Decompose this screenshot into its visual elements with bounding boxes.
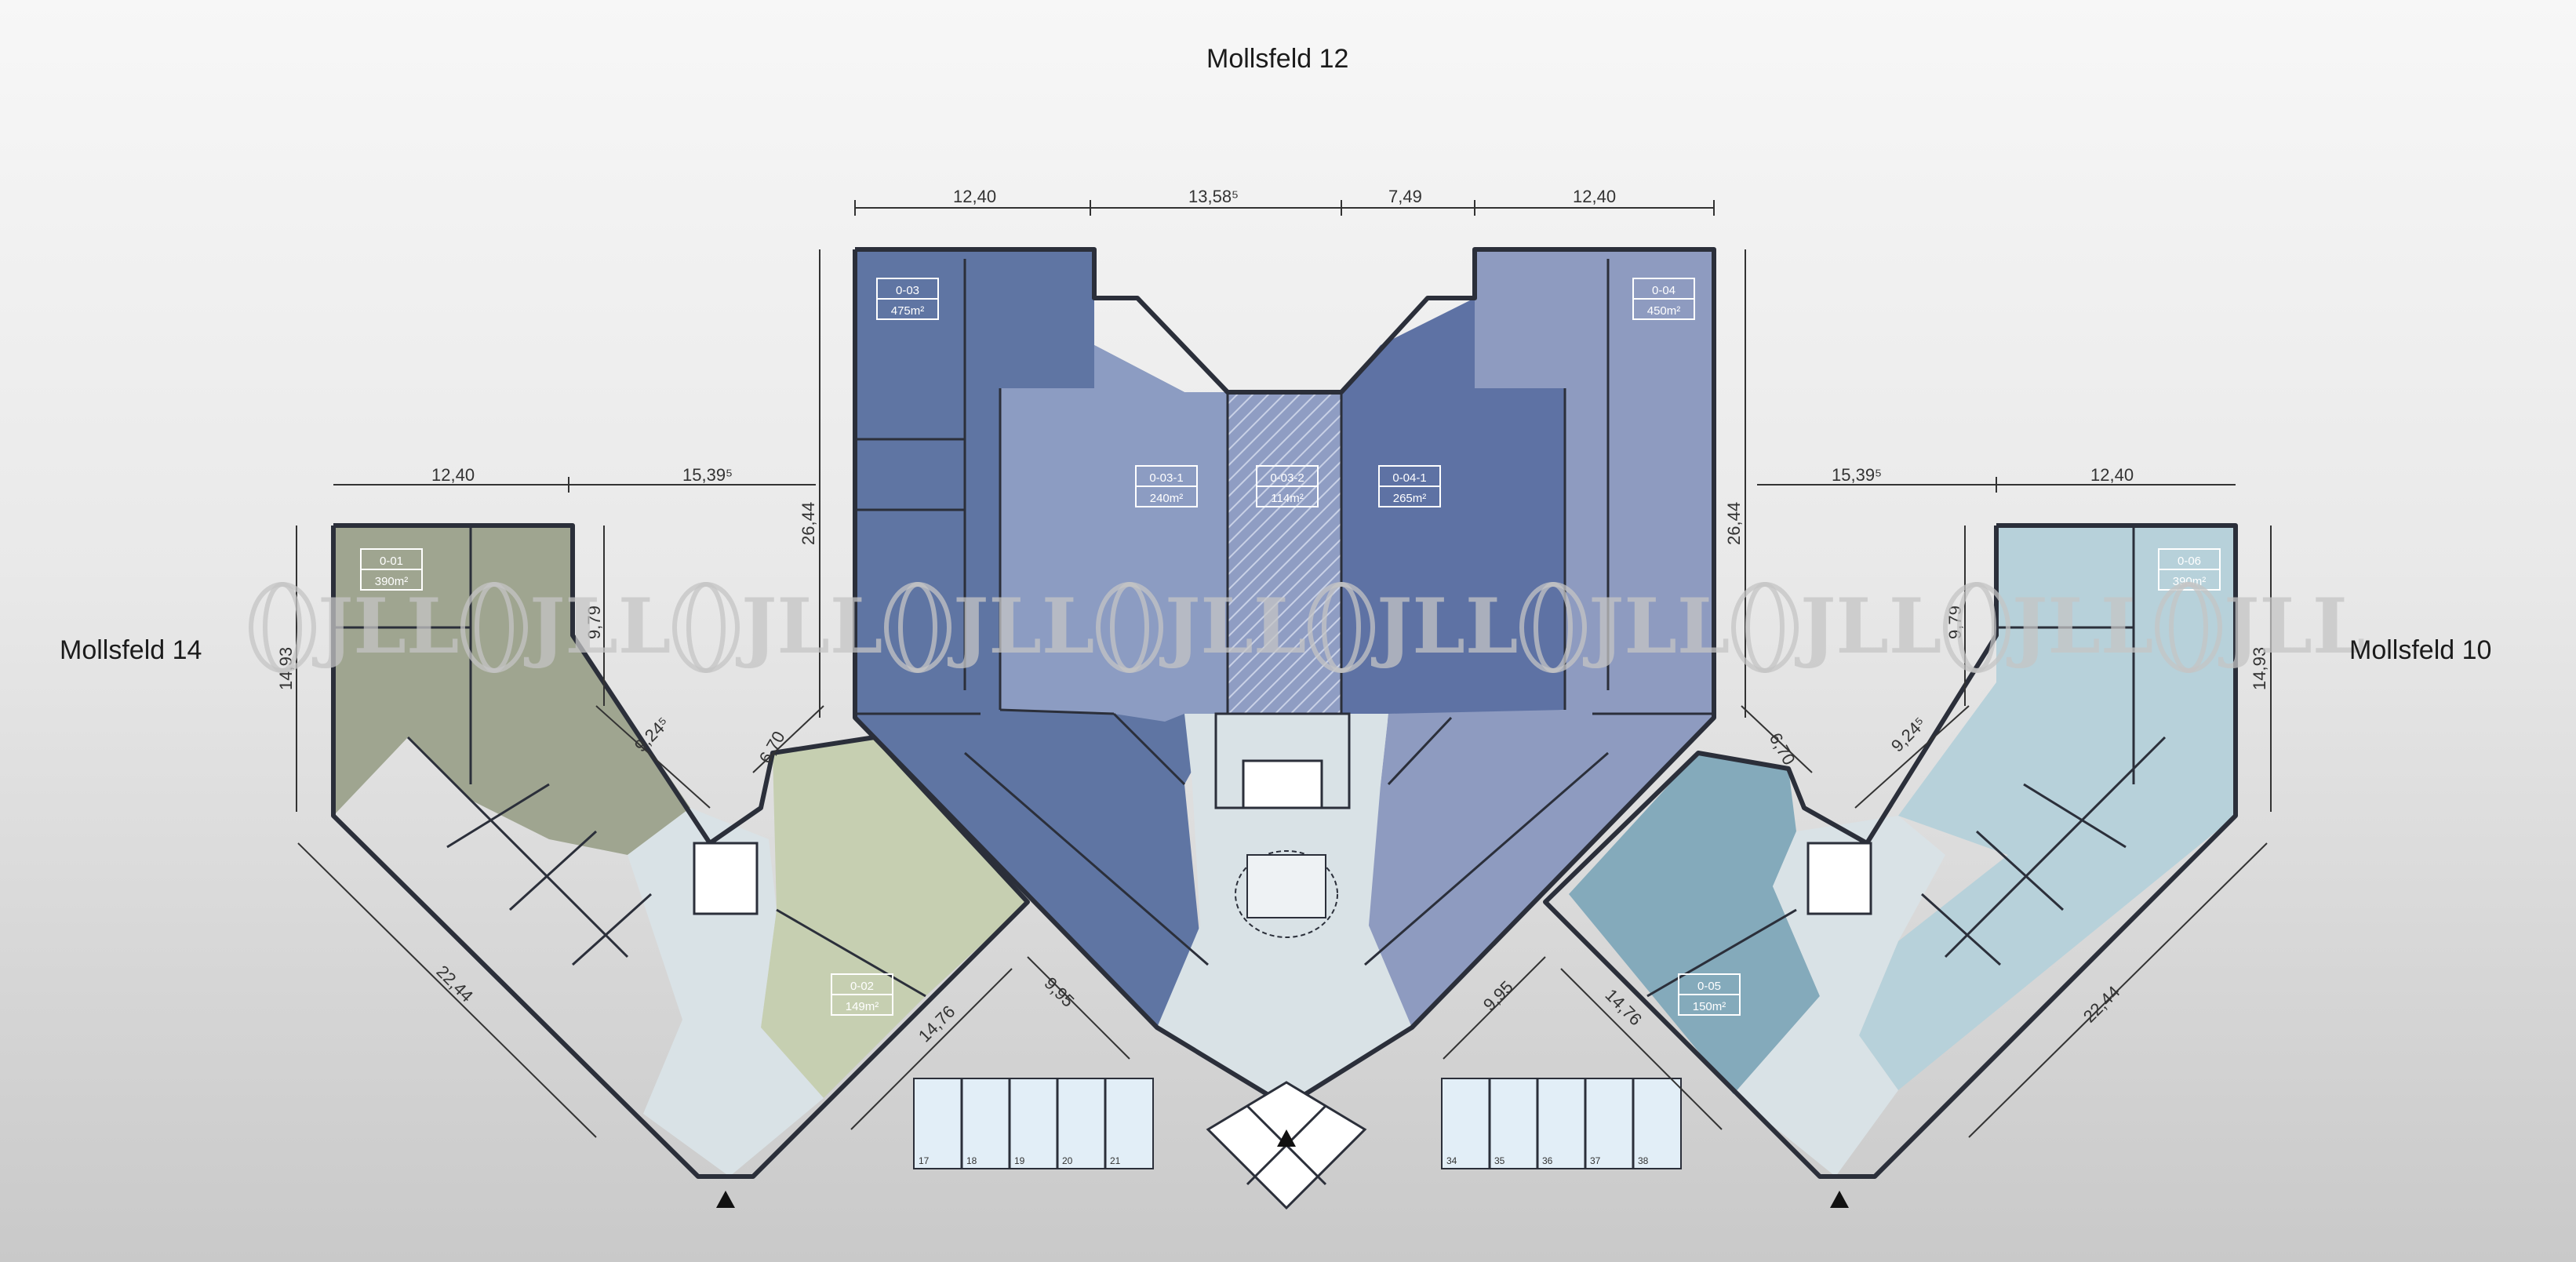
svg-text:JLL: JLL xyxy=(2006,582,2153,671)
parking-right: 34 35 36 37 38 xyxy=(1441,1078,1682,1169)
unit-0-02-floor[interactable] xyxy=(761,737,1028,1098)
unit-0-01-floor[interactable] xyxy=(333,526,690,855)
svg-text:265m²: 265m² xyxy=(1393,492,1427,505)
jll-watermark-logo: JLL JLL JLL JLL JLL JLL JLL JLL JLL JLL xyxy=(249,582,2365,673)
entrance-arrow-right xyxy=(1830,1191,1849,1208)
svg-text:JLL: JLL xyxy=(1582,582,1730,671)
dim-right-diag-long: 22,44 xyxy=(2079,982,2124,1027)
parking-space-17: 17 xyxy=(919,1155,930,1166)
left-common-area xyxy=(628,808,824,1177)
svg-text:JLL: JLL xyxy=(2218,582,2365,671)
svg-text:475m²: 475m² xyxy=(891,304,925,318)
building-label-mollsfeld-12: Mollsfeld 12 xyxy=(1206,44,1349,74)
unit-0-05-floor[interactable] xyxy=(1569,753,1820,1094)
dim-top-1: 12,40 xyxy=(953,187,996,206)
svg-text:450m²: 450m² xyxy=(1647,304,1681,318)
dim-top-2: 13,58⁵ xyxy=(1188,187,1239,206)
svg-text:0-04: 0-04 xyxy=(1652,284,1675,297)
dim-right-diag-short: 6,70 xyxy=(1766,729,1799,769)
unit-0-03-1-floor[interactable] xyxy=(1000,345,1228,722)
dim-right-top-2: 12,40 xyxy=(2090,465,2134,485)
right-common-area xyxy=(1734,816,1945,1177)
svg-text:0-02: 0-02 xyxy=(850,980,874,993)
dim-top-4: 12,40 xyxy=(1573,187,1616,206)
unit-0-04-1-floor[interactable] xyxy=(1341,298,1565,722)
svg-text:0-01: 0-01 xyxy=(380,555,403,568)
building-label-mollsfeld-14: Mollsfeld 14 xyxy=(60,635,202,665)
left-wing-outline xyxy=(331,523,1030,1179)
dim-right-height: 14,93 xyxy=(2250,647,2269,690)
svg-text:149m²: 149m² xyxy=(846,1000,879,1013)
center-building xyxy=(853,247,1716,1210)
svg-text:JLL: JLL xyxy=(947,582,1094,671)
unit-0-04-floor[interactable] xyxy=(1357,249,1714,1027)
svg-text:0-06: 0-06 xyxy=(2178,555,2201,568)
left-wing xyxy=(331,523,1030,1179)
building-label-mollsfeld-10: Mollsfeld 10 xyxy=(2349,635,2492,665)
unit-label-0-03-2[interactable]: 0-03-2 114m² xyxy=(1256,465,1319,507)
svg-text:114m²: 114m² xyxy=(1271,492,1303,505)
dim-left-diag-long: 22,44 xyxy=(432,962,477,1006)
unit-label-0-04[interactable]: 0-04 450m² xyxy=(1632,278,1695,320)
dim-left-top-1: 12,40 xyxy=(431,465,475,485)
unit-label-0-02[interactable]: 0-02 149m² xyxy=(831,973,893,1016)
svg-text:JLL: JLL xyxy=(311,582,459,671)
svg-text:0-03-1: 0-03-1 xyxy=(1149,471,1183,485)
parking-space-34: 34 xyxy=(1446,1155,1457,1166)
parking-space-36: 36 xyxy=(1542,1155,1553,1166)
unit-label-0-01[interactable]: 0-01 390m² xyxy=(360,548,423,591)
dim-left-top-2: 15,39⁵ xyxy=(682,465,733,485)
center-building-outline xyxy=(853,247,1716,1108)
parking-space-38: 38 xyxy=(1638,1155,1649,1166)
parking-space-18: 18 xyxy=(966,1155,977,1166)
parking-space-21: 21 xyxy=(1110,1155,1121,1166)
svg-text:JLL: JLL xyxy=(523,582,671,671)
svg-text:JLL: JLL xyxy=(735,582,882,671)
unit-label-0-03-1[interactable]: 0-03-1 240m² xyxy=(1135,465,1198,507)
svg-text:0-03: 0-03 xyxy=(896,284,919,297)
right-wing-outline xyxy=(1543,523,2238,1179)
dim-center-diag-right: 9,95 xyxy=(1479,977,1517,1015)
right-wing xyxy=(1543,523,2238,1179)
svg-text:JLL: JLL xyxy=(1794,582,1941,671)
parking-left: 17 18 19 20 21 xyxy=(913,1078,1154,1169)
svg-text:150m²: 150m² xyxy=(1693,1000,1726,1013)
dim-center-right-height: 26,44 xyxy=(1724,502,1744,545)
dim-right-diag-mid: 14,76 xyxy=(1601,985,1646,1030)
dim-left-inner-height: 9,79 xyxy=(584,606,604,639)
dim-top-3: 7,49 xyxy=(1388,187,1422,206)
svg-text:0-04-1: 0-04-1 xyxy=(1392,471,1426,485)
svg-text:JLL: JLL xyxy=(1370,582,1518,671)
unit-label-0-03[interactable]: 0-03 475m² xyxy=(876,278,939,320)
svg-text:0-05: 0-05 xyxy=(1697,980,1721,993)
dim-left-diag-inner: 9,24⁵ xyxy=(631,713,673,755)
parking-space-19: 19 xyxy=(1014,1155,1025,1166)
dim-center-diag-left: 9,95 xyxy=(1040,973,1078,1011)
svg-text:240m²: 240m² xyxy=(1150,492,1184,505)
parking-space-35: 35 xyxy=(1494,1155,1505,1166)
svg-text:JLL: JLL xyxy=(1159,582,1306,671)
unit-label-0-04-1[interactable]: 0-04-1 265m² xyxy=(1378,465,1441,507)
unit-label-0-05[interactable]: 0-05 150m² xyxy=(1678,973,1741,1016)
svg-text:390m²: 390m² xyxy=(375,575,409,588)
dim-right-top-1: 15,39⁵ xyxy=(1832,465,1882,485)
entrance-arrow-left xyxy=(716,1191,735,1208)
svg-text:0-03-2: 0-03-2 xyxy=(1270,471,1304,485)
parking-space-37: 37 xyxy=(1590,1155,1601,1166)
dim-center-left-height: 26,44 xyxy=(799,502,818,545)
parking-space-20: 20 xyxy=(1062,1155,1073,1166)
